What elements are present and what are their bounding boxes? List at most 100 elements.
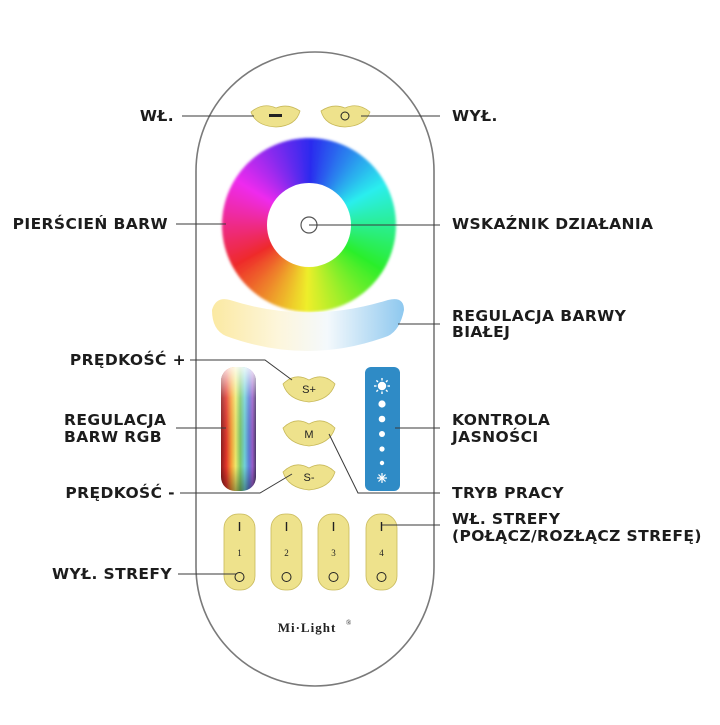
brightness-dot	[379, 460, 385, 466]
color-ring-segment	[227, 238, 273, 261]
label-zone-on-line1: WŁ. STREFY	[452, 510, 561, 528]
label-zone-on-line2: (POŁĄCZ/ROZŁĄCZ STREFĘ)	[452, 527, 702, 545]
label-speed-plus: PRĘDKOŚĆ +	[69, 351, 186, 369]
color-ring-segment	[321, 142, 342, 188]
color-ring-segment	[229, 240, 274, 265]
color-ring-segment	[290, 138, 304, 186]
label-off: WYŁ.	[452, 107, 498, 125]
color-ring-segment	[335, 253, 371, 291]
color-ring-segment	[241, 165, 280, 200]
label-indicator: WSKAŹNIK DZIAŁANIA	[452, 215, 654, 233]
sun-bright-icon	[374, 378, 390, 394]
color-ring-segment	[236, 172, 277, 204]
mode-button[interactable]	[282, 420, 336, 447]
brightness-dot	[378, 400, 386, 408]
color-ring-segment	[226, 192, 272, 213]
speed-plus-key-label: S+	[302, 384, 316, 396]
color-ring-segment	[339, 248, 380, 281]
registered-mark: ®	[346, 619, 352, 627]
color-ring-segment	[233, 244, 276, 273]
color-ring-segment	[342, 245, 385, 274]
color-ring-segment	[304, 138, 311, 186]
color-ring-segment	[276, 262, 297, 308]
color-ring-segment	[253, 255, 286, 296]
color-ring-segment	[316, 263, 332, 311]
zone-number: 1	[237, 548, 242, 558]
color-ring-segment	[225, 236, 272, 257]
color-ring-segment	[240, 249, 280, 284]
zone-off-icon	[328, 572, 339, 582]
color-ring-segment	[295, 138, 306, 186]
zone-4-button[interactable]: 4	[365, 513, 398, 591]
color-ring-segment	[268, 260, 293, 305]
color-ring-segment	[257, 151, 288, 193]
color-ring-segment	[343, 243, 387, 270]
zone-3-button[interactable]: 3	[317, 513, 350, 591]
color-ring-segment	[333, 254, 368, 294]
color-ring-segment	[307, 264, 314, 312]
color-ring-segment	[318, 263, 336, 310]
zone-2-button[interactable]: 2	[270, 513, 303, 591]
rgb-strip-shade	[221, 367, 256, 491]
color-ring-segment	[337, 163, 375, 199]
white-temperature-arc[interactable]	[212, 299, 404, 351]
speed-minus-button[interactable]	[282, 464, 336, 491]
color-ring-segment	[327, 147, 354, 191]
label-color-ring: PIERŚCIEŃ BARW	[12, 215, 168, 233]
color-ring-segment	[344, 241, 389, 266]
color-ring-segment	[254, 153, 286, 194]
color-ring-segment	[222, 223, 270, 230]
color-ring-segment	[348, 206, 396, 220]
color-ring-segment	[277, 141, 298, 188]
label-white-temp-line2: BIAŁEJ	[452, 323, 511, 341]
brand-logo: Mi·Light	[278, 620, 337, 635]
color-ring-segment	[344, 185, 389, 210]
label-rgb-line2: BARW RGB	[64, 428, 162, 446]
color-ring-segment	[223, 232, 271, 248]
zone-off-icon	[376, 572, 387, 582]
color-ring-segment	[246, 252, 283, 290]
color-ring-segment	[345, 189, 391, 212]
label-on: WŁ.	[139, 107, 174, 125]
color-ring-segment	[243, 251, 281, 287]
color-ring-segment	[345, 239, 391, 262]
color-ring-segment	[282, 140, 300, 187]
color-ring-segment	[233, 176, 276, 205]
zone-number: 2	[284, 548, 289, 558]
color-ring-segment	[260, 258, 289, 301]
speed-plus-button[interactable]	[282, 376, 336, 403]
label-speed-minus: PRĘDKOŚĆ -	[65, 484, 175, 502]
color-ring-segment	[256, 257, 288, 298]
color-ring-segment	[335, 160, 372, 198]
brightness-strip[interactable]	[365, 367, 400, 491]
zone-off-icon	[281, 572, 292, 582]
color-ring-segment	[347, 202, 395, 218]
color-ring-segment	[342, 177, 385, 206]
minus-icon	[269, 114, 282, 117]
color-ring-segment	[330, 152, 362, 193]
label-white-temp-line1: REGULACJA BARWY	[452, 307, 627, 325]
color-ring-segment	[237, 248, 278, 280]
color-ring-segment	[273, 143, 296, 189]
color-ring[interactable]	[222, 138, 396, 312]
leader-lines	[176, 115, 440, 575]
color-ring-segment	[334, 157, 369, 196]
label-zone-off: WYŁ. STREFY	[51, 565, 172, 583]
color-ring-segment	[231, 180, 275, 207]
off-button[interactable]	[320, 105, 371, 128]
brightness-dot	[379, 446, 385, 452]
label-mode: TRYB PRACY	[452, 484, 564, 502]
color-ring-segment	[314, 264, 328, 312]
color-ring-segment	[312, 264, 323, 312]
color-ring-segment	[324, 260, 349, 305]
color-ring-segment	[341, 246, 382, 278]
zone-1-button[interactable]: 1	[223, 513, 256, 591]
color-ring-segment	[325, 145, 350, 190]
zone-number: 3	[331, 548, 336, 558]
color-ring-segment	[338, 250, 377, 285]
color-ring-segment	[332, 154, 365, 195]
color-ring-segment	[286, 139, 302, 187]
color-ring-segment	[330, 257, 361, 299]
leader-speed-plus	[190, 359, 293, 381]
